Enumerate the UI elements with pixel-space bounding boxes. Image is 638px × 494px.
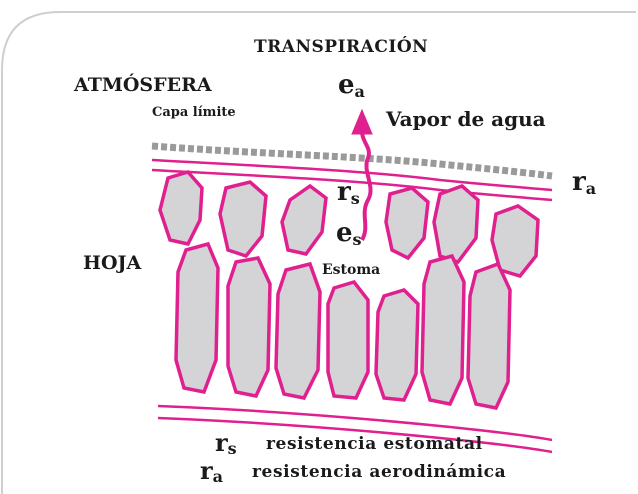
legend-symbol-rs: rs: [215, 428, 237, 458]
legend-text-rs: resistencia estomatal: [266, 434, 483, 454]
cell: [386, 188, 428, 258]
stoma-label: Estoma: [322, 262, 380, 278]
boundary-layer-label: Capa límite: [152, 105, 236, 120]
symbol-ea: ea: [338, 70, 365, 101]
symbol-ra: ra: [572, 167, 596, 198]
legend-symbol-ra: ra: [200, 456, 223, 486]
arrow-head-icon: [352, 110, 372, 134]
cell: [422, 256, 464, 404]
legend-text-ra: resistencia aerodinámica: [252, 462, 506, 482]
cell: [228, 258, 270, 396]
leaf-label: HOJA: [83, 252, 141, 274]
cell: [468, 264, 510, 408]
cell: [434, 186, 478, 262]
cell: [376, 290, 418, 400]
symbol-rs: rs: [337, 177, 360, 208]
vapor-label: Vapor de agua: [386, 107, 546, 131]
symbol-es: es: [336, 218, 362, 249]
cell: [220, 182, 266, 256]
cell: [328, 282, 368, 398]
cell: [160, 172, 202, 244]
atmosphere-label: ATMÓSFERA: [74, 74, 212, 96]
diagram-title: TRANSPIRACIÓN: [254, 37, 428, 57]
cell: [282, 186, 326, 254]
cell: [276, 264, 320, 398]
cell: [176, 244, 218, 392]
